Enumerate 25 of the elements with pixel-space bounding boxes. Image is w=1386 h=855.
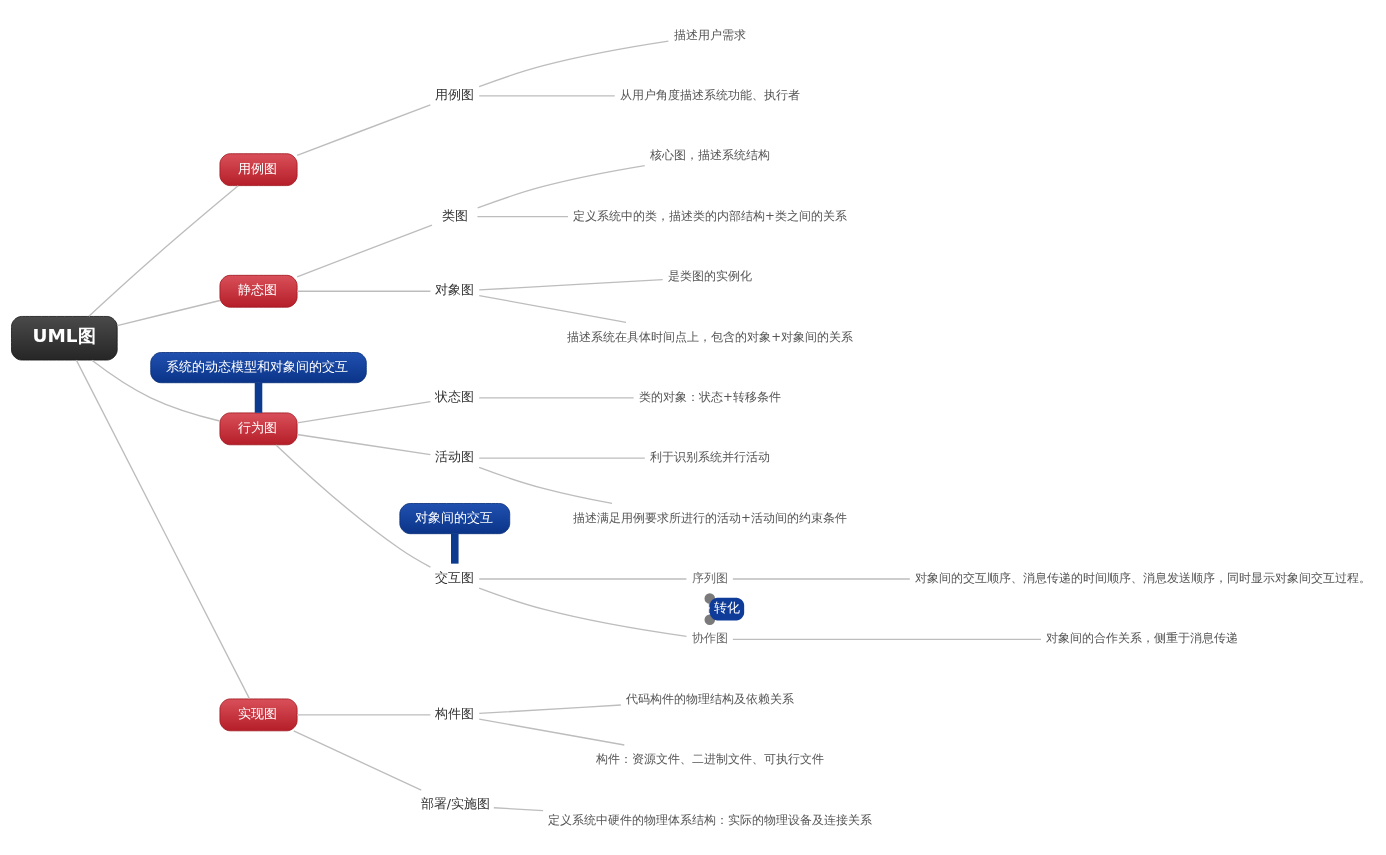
node-text: 定义系统中硬件的物理体系结构：实际的物理设备及连接关系 [548, 812, 873, 827]
node-text: 类的对象：状态+转移条件 [638, 389, 781, 404]
node-text: 序列图 [691, 570, 728, 585]
edge-label: 转化 [714, 599, 741, 615]
node-text: 是类图的实例化 [667, 268, 752, 283]
node-text: 交互图 [435, 569, 475, 585]
node-text: 对象间的交互顺序、消息传递的时间顺序、消息发送顺序，同时显示对象间交互过程。 [914, 570, 1371, 585]
node-text: 对象间的合作关系，侧重于消息传递 [1046, 630, 1239, 645]
node-text: 利于识别系统并行活动 [649, 449, 770, 464]
node-text: 描述系统在具体时间点上，包含的对象+对象间的关系 [567, 329, 854, 344]
node-text: 代码构件的物理结构及依赖关系 [625, 691, 794, 706]
node-text: 核心图，描述系统结构 [649, 147, 770, 162]
node-text: 构件：资源文件、二进制文件、可执行文件 [596, 751, 825, 766]
node-text: 描述用户需求 [673, 27, 746, 42]
node-text: 活动图 [435, 448, 475, 464]
node-text: 对象图 [435, 281, 475, 297]
node-text: 定义系统中的类，描述类的内部结构+类之间的关系 [573, 208, 847, 223]
node-text: 类图 [441, 207, 468, 223]
node-text: 用例图 [435, 86, 475, 102]
node-text: 协作图 [691, 630, 728, 645]
node-text: 从用户角度描述系统功能、执行者 [620, 87, 801, 102]
node-text: 描述满足用例要求所进行的活动+活动间的约束条件 [573, 510, 847, 525]
node-text: 状态图 [435, 388, 475, 404]
node-text: 部署/实施图 [420, 795, 491, 811]
node-text: 构件图 [435, 705, 475, 721]
